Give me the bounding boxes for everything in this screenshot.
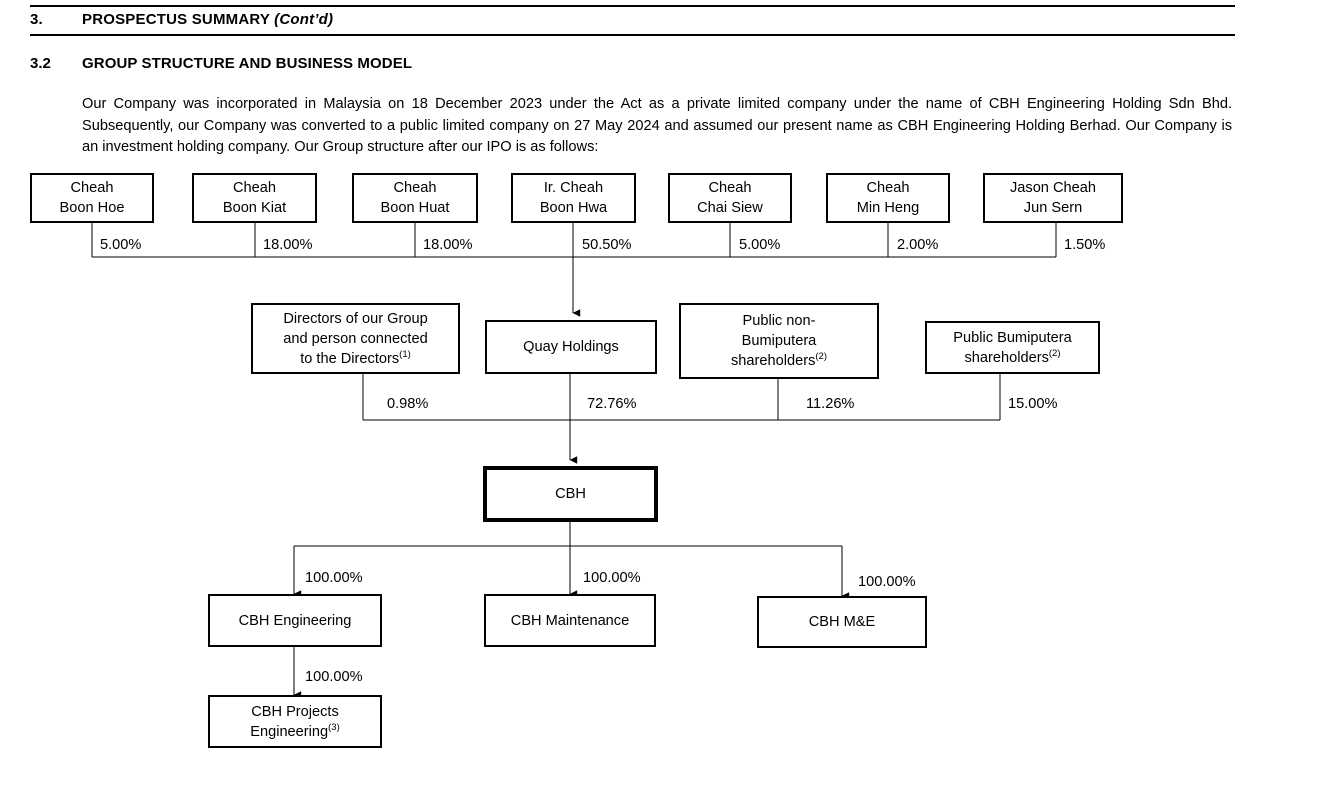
node-label-line1: Directors of our Group (283, 310, 428, 327)
node-label: CBH (555, 486, 586, 502)
node-cheah-boon-hoe[interactable]: Cheah Boon Hoe (30, 173, 154, 223)
node-cbh-engineering[interactable]: CBH Engineering (208, 594, 382, 647)
node-directors-and-connected-persons[interactable]: Directors of our Group and person connec… (251, 303, 460, 374)
pct-cheah-min-heng: 2.00% (897, 237, 939, 253)
node-label: Cheah Boon Kiat (223, 178, 286, 218)
pct-directors: 0.98% (387, 396, 429, 412)
header-title-text: PROSPECTUS SUMMARY (82, 11, 270, 28)
node-label-line1: Cheah (393, 180, 437, 196)
node-label-line3: shareholders (731, 353, 816, 369)
node-label: Cheah Boon Hoe (60, 178, 125, 218)
node-label-line2: shareholders (964, 349, 1049, 366)
node-label-line2: Boon Kiat (222, 200, 287, 216)
node-label: CBH Maintenance (510, 612, 630, 629)
node-label-line2: Chai Siew (697, 200, 763, 216)
node-label: CBH Engineering (238, 612, 352, 629)
node-label: Jason Cheah Jun Sern (1010, 178, 1096, 218)
footnote-marker-2b: (2) (1048, 347, 1061, 359)
node-label-line1: CBH Projects (251, 703, 339, 720)
node-label: CBH M&E (808, 614, 876, 630)
node-cheah-boon-huat[interactable]: Cheah Boon Huat (352, 173, 478, 223)
pct-ir-cheah-boon-hwa: 50.50% (582, 237, 632, 253)
node-label-line2: Engineering (250, 723, 329, 740)
pct-cbh-me: 100.00% (858, 574, 916, 590)
header-section-number: 3. (30, 11, 43, 28)
node-label-line2: Boon Hoe (59, 200, 125, 216)
node-cheah-boon-kiat[interactable]: Cheah Boon Kiat (192, 173, 317, 223)
node-ir-cheah-boon-hwa[interactable]: Ir. Cheah Boon Hwa (511, 173, 636, 223)
node-label-line1: Public Bumiputera (953, 329, 1072, 346)
section-title: GROUP STRUCTURE AND BUSINESS MODEL (82, 55, 413, 72)
pct-cheah-boon-huat: 18.00% (423, 237, 473, 253)
node-label: Public Bumiputera shareholders(2) (953, 328, 1071, 368)
node-cheah-chai-siew[interactable]: Cheah Chai Siew (668, 173, 792, 223)
pct-public-bumi: 15.00% (1008, 396, 1058, 412)
node-label: Directors of our Group and person connec… (283, 309, 427, 369)
node-label-line2: Bumiputera (741, 333, 817, 349)
pct-cheah-boon-kiat: 18.00% (263, 237, 313, 253)
pct-public-non-bumi: 11.26% (806, 396, 855, 412)
node-label-line2: Min Heng (856, 200, 920, 216)
pct-cheah-boon-hoe: 5.00% (100, 237, 142, 253)
node-label-line1: Cheah (708, 180, 752, 196)
node-label-line2: and person connected (283, 330, 428, 347)
section-number: 3.2 (30, 55, 51, 72)
section-paragraph: Our Company was incorporated in Malaysia… (82, 96, 1232, 155)
node-cbh-projects-engineering[interactable]: CBH Projects Engineering(3) (208, 695, 382, 748)
page-title: PROSPECTUS SUMMARY (Cont’d) (82, 11, 333, 28)
node-label: Cheah Min Heng (857, 178, 919, 218)
pct-cbh-projects-engineering: 100.00% (305, 669, 363, 685)
node-label-line1: Public non- (742, 313, 816, 329)
node-label-line2: Jun Sern (1023, 200, 1083, 216)
node-label-line1: Cheah (866, 180, 910, 196)
node-label-line1: Jason Cheah (1009, 180, 1096, 196)
pct-cheah-chai-siew: 5.00% (739, 237, 781, 253)
footnote-marker-3: (3) (328, 721, 340, 733)
node-public-non-bumiputera-shareholders[interactable]: Public non- Bumiputera shareholders(2) (679, 303, 879, 379)
node-label-line1: Cheah (70, 180, 114, 196)
node-label: Public non- Bumiputera shareholders(2) (731, 311, 827, 371)
pct-quay-holdings: 72.76% (587, 396, 637, 412)
node-label: Quay Holdings (523, 339, 619, 355)
node-label-line2: Boon Hwa (539, 200, 608, 216)
header-rule-top (30, 5, 1235, 7)
node-quay-holdings[interactable]: Quay Holdings (485, 320, 657, 374)
node-cbh-maintenance[interactable]: CBH Maintenance (484, 594, 656, 647)
node-label-line1: Cheah (232, 180, 276, 196)
header-rule-bottom (30, 34, 1235, 36)
pct-cbh-engineering: 100.00% (305, 570, 363, 586)
node-cheah-min-heng[interactable]: Cheah Min Heng (826, 173, 950, 223)
node-cbh-me[interactable]: CBH M&E (757, 596, 927, 648)
node-label-line1: Ir. Cheah (543, 180, 604, 196)
node-label: Cheah Boon Huat (381, 178, 450, 218)
header-continued-marker: (Cont’d) (274, 11, 334, 28)
node-label: Ir. Cheah Boon Hwa (540, 178, 607, 218)
pct-jason-cheah-jun-sern: 1.50% (1064, 237, 1106, 253)
pct-cbh-maintenance: 100.00% (583, 570, 641, 586)
footnote-marker-2a: (2) (815, 351, 827, 363)
node-label: CBH Projects Engineering(3) (250, 702, 340, 742)
node-jason-cheah-jun-sern[interactable]: Jason Cheah Jun Sern (983, 173, 1123, 223)
node-label-line2: Boon Huat (380, 200, 450, 216)
node-label-line3: to the Directors (300, 350, 400, 367)
footnote-marker-1: (1) (399, 348, 411, 360)
node-public-bumiputera-shareholders[interactable]: Public Bumiputera shareholders(2) (925, 321, 1100, 374)
node-cbh[interactable]: CBH (483, 466, 658, 522)
node-label: Cheah Chai Siew (697, 178, 763, 218)
